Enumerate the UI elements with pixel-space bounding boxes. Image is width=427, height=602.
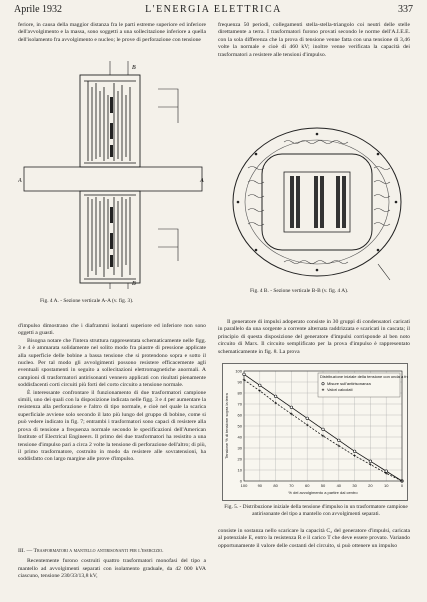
plot-area	[243, 370, 403, 482]
label-a-right: A	[199, 178, 204, 184]
col1-paragraph: d'impulso dimostrano che i diaframmi iso…	[18, 323, 206, 337]
col1-paragraph: Bisogna notare che l'intera struttura ra…	[18, 337, 206, 389]
col2-paragraph: Il generatore di impulsi adoperato consi…	[218, 319, 410, 355]
y-tick-label: 50	[238, 423, 243, 428]
data-point	[337, 444, 341, 448]
x-tick-label: 0	[401, 483, 404, 488]
data-point	[384, 472, 388, 475]
data-point	[290, 412, 293, 416]
y-tick-label: 10	[238, 467, 243, 472]
section-iii: III. — Trasformatori a mantello antiriso…	[18, 548, 206, 581]
y-tick-label: 70	[238, 401, 243, 406]
data-point	[337, 438, 341, 442]
outer-shell	[232, 127, 402, 277]
data-point	[400, 479, 404, 483]
core-bar	[23, 166, 203, 192]
x-tick-label: 10	[384, 483, 389, 488]
col1-top-text: feriore, in causa della maggior distanza…	[18, 22, 206, 44]
running-header: Aprile 1932 L'ENERGIA ELETTRICA 337	[14, 4, 413, 18]
col1-top-paragraph: feriore, in causa della maggior distanza…	[18, 22, 206, 43]
upper-winding-lines	[84, 80, 136, 164]
data-point	[242, 378, 246, 382]
winding-frame	[261, 153, 373, 251]
data-point	[305, 416, 309, 420]
y-tick-label: 60	[238, 412, 243, 417]
legend-marker	[321, 382, 325, 386]
col2-bottom-text: consiste in sostanza nello scaricare la …	[218, 528, 410, 550]
y-tick-label: 80	[238, 390, 243, 395]
lead-lines	[109, 61, 179, 289]
data-point	[258, 389, 262, 393]
col2-bottom-paragraph: consiste in sostanza nello scaricare la …	[218, 528, 410, 549]
data-point	[353, 454, 356, 457]
series-line	[243, 379, 403, 482]
legend-entry: Misure sull'antirisonanza	[327, 381, 371, 386]
col2-body-text: Il generatore di impulsi adoperato consi…	[218, 319, 410, 356]
y-axis-label: Tensione % di tensione sopra la terra	[224, 392, 229, 459]
x-tick-label: 70	[289, 483, 294, 488]
inner-shell	[244, 139, 390, 265]
leader-line	[377, 263, 391, 281]
data-point	[258, 383, 262, 387]
x-tick-label: 60	[305, 483, 310, 488]
x-axis-label: % del avvolgimento a partire dal centro	[288, 490, 358, 495]
legend-entry: Valori calcolati	[327, 387, 353, 392]
data-point	[353, 449, 357, 453]
section-heading: III. — Trasformatori a mantello antiriso…	[18, 548, 164, 554]
chart-title: Distribuzione iniziale della tensione co…	[320, 374, 408, 379]
page-number: 337	[398, 4, 413, 15]
figure-4b-caption: Fig. 4 B. - Sezione verticale B-B (v. fi…	[250, 288, 349, 294]
data-point	[368, 459, 372, 463]
section-paragraph: Recentemente furono costruiti quattro tr…	[18, 558, 206, 580]
x-tick-label: 50	[321, 483, 326, 488]
core-legs	[290, 176, 346, 228]
label-b-bottom: B	[132, 281, 136, 287]
header-journal-title: L'ENERGIA ELETTRICA	[145, 4, 282, 15]
data-point	[321, 434, 325, 438]
data-point	[273, 394, 278, 398]
lower-winding-blocks	[110, 207, 113, 267]
x-tick-label: 90	[258, 483, 263, 488]
x-tick-label: 80	[273, 483, 278, 488]
upper-winding-blocks	[110, 97, 113, 157]
x-tick-label: 40	[337, 483, 342, 488]
legend-marker	[321, 388, 325, 391]
data-point	[242, 372, 246, 376]
y-tick-label: 30	[238, 445, 243, 450]
figure-4a-caption: Fig. 4 A. - Sezione verticale A-A (v. fi…	[40, 298, 134, 304]
data-point	[289, 405, 293, 409]
col2-top-text: frequenza 50 periodi, collegamenti stell…	[218, 22, 410, 59]
col1-paragraph: È interessante confrontare il funzioname…	[18, 389, 206, 463]
x-tick-label: 100	[241, 483, 248, 488]
y-tick-label: 40	[238, 434, 243, 439]
figure-5-caption: Fig. 5. - Distribuzione iniziale della t…	[224, 504, 408, 517]
y-tick-label: 90	[238, 379, 243, 384]
data-point	[369, 463, 372, 466]
legend-box	[317, 372, 401, 398]
y-tick-label: 20	[238, 456, 243, 461]
col1-body-text: d'impulso dimostrano che i diaframmi iso…	[18, 323, 206, 464]
spacer-dots	[236, 132, 398, 272]
lower-winding-lines	[84, 194, 136, 280]
header-date: Aprile 1932	[14, 4, 63, 15]
data-point	[305, 423, 309, 427]
x-tick-label: 20	[368, 483, 373, 488]
figure-4a-drawing: B B A A	[18, 61, 204, 289]
col2-top-paragraph: frequenza 50 periodi, collegamenti stell…	[218, 22, 410, 58]
data-point	[321, 427, 325, 431]
data-point	[274, 401, 277, 405]
core-window	[283, 171, 351, 233]
y-tick-label: 100	[235, 368, 242, 373]
y-tick-label: 0	[240, 478, 243, 483]
coil-waves	[247, 140, 391, 264]
figure-4b-drawing	[232, 127, 402, 281]
label-a-left: A	[18, 178, 22, 184]
label-b-top: B	[132, 65, 136, 71]
x-tick-label: 30	[352, 483, 357, 488]
